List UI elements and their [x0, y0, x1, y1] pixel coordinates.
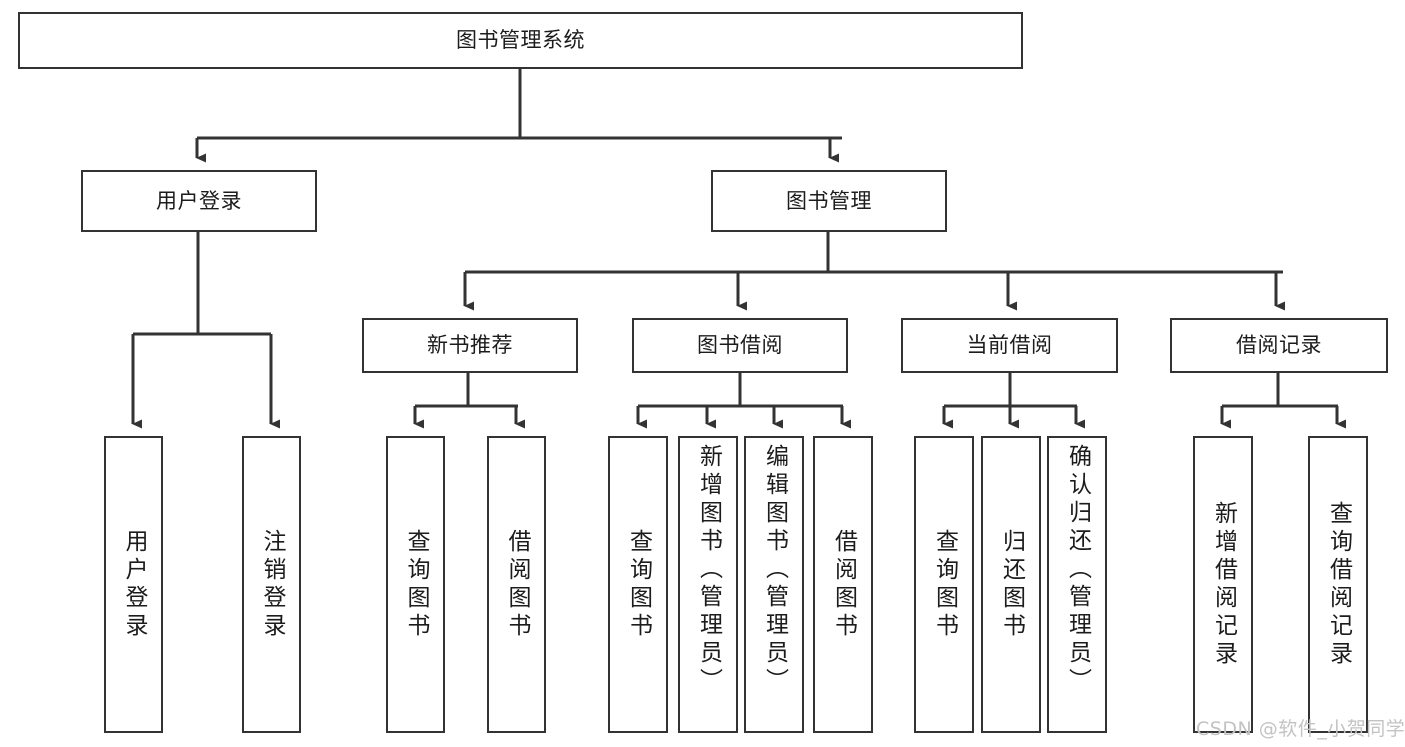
- node-root[interactable]: 图书管理系统: [18, 12, 1023, 69]
- node-leaf-borrow-book-1-label: 借阅图书: [504, 528, 530, 641]
- node-user-login[interactable]: 用户登录: [81, 170, 317, 232]
- node-leaf-borrow-book-1[interactable]: 借阅图书: [487, 436, 546, 733]
- node-leaf-query-book-3[interactable]: 查询图书: [914, 436, 974, 733]
- node-leaf-add-record[interactable]: 新增借阅记录: [1193, 436, 1253, 733]
- node-leaf-edit-book-label: 编辑图书（管理员）: [761, 444, 788, 696]
- node-leaf-query-record[interactable]: 查询借阅记录: [1308, 436, 1368, 733]
- node-leaf-query-record-label: 查询借阅记录: [1325, 500, 1352, 669]
- node-leaf-user-logout-label: 注销登录: [259, 528, 285, 641]
- node-leaf-user-login-label: 用户登录: [121, 528, 147, 641]
- node-leaf-confirm-return[interactable]: 确认归还（管理员）: [1047, 436, 1107, 733]
- node-current-borrow-label: 当前借阅: [966, 333, 1053, 358]
- node-book-borrow[interactable]: 图书借阅: [632, 318, 848, 373]
- node-borrow-record-label: 借阅记录: [1236, 333, 1322, 358]
- node-leaf-user-logout[interactable]: 注销登录: [242, 436, 301, 733]
- node-leaf-query-book-1[interactable]: 查询图书: [386, 436, 445, 733]
- node-leaf-query-book-3-label: 查询图书: [931, 528, 958, 641]
- node-new-book-recommend-label: 新书推荐: [427, 333, 513, 358]
- node-leaf-add-record-label: 新增借阅记录: [1210, 500, 1237, 669]
- node-borrow-record[interactable]: 借阅记录: [1170, 318, 1388, 373]
- node-book-borrow-label: 图书借阅: [697, 333, 783, 358]
- node-book-manage-label: 图书管理: [786, 188, 872, 213]
- node-book-manage[interactable]: 图书管理: [711, 170, 947, 232]
- node-user-login-label: 用户登录: [156, 188, 242, 213]
- node-leaf-add-book[interactable]: 新增图书（管理员）: [678, 436, 738, 733]
- node-current-borrow[interactable]: 当前借阅: [901, 318, 1118, 373]
- node-leaf-query-book-1-label: 查询图书: [403, 528, 429, 641]
- node-new-book-recommend[interactable]: 新书推荐: [362, 318, 578, 373]
- csdn-watermark: CSDN @软件_小贺同学: [1196, 718, 1405, 740]
- node-leaf-query-book-2-label: 查询图书: [625, 528, 652, 641]
- node-leaf-edit-book[interactable]: 编辑图书（管理员）: [744, 436, 804, 733]
- node-leaf-borrow-book-2[interactable]: 借阅图书: [813, 436, 873, 733]
- node-leaf-return-book-label: 归还图书: [998, 528, 1025, 641]
- node-leaf-query-book-2[interactable]: 查询图书: [608, 436, 668, 733]
- node-leaf-confirm-return-label: 确认归还（管理员）: [1064, 444, 1091, 696]
- node-leaf-borrow-book-2-label: 借阅图书: [830, 528, 857, 641]
- node-leaf-return-book[interactable]: 归还图书: [981, 436, 1041, 733]
- node-leaf-add-book-label: 新增图书（管理员）: [695, 444, 722, 696]
- node-root-label: 图书管理系统: [456, 28, 585, 53]
- node-leaf-user-login[interactable]: 用户登录: [104, 436, 163, 733]
